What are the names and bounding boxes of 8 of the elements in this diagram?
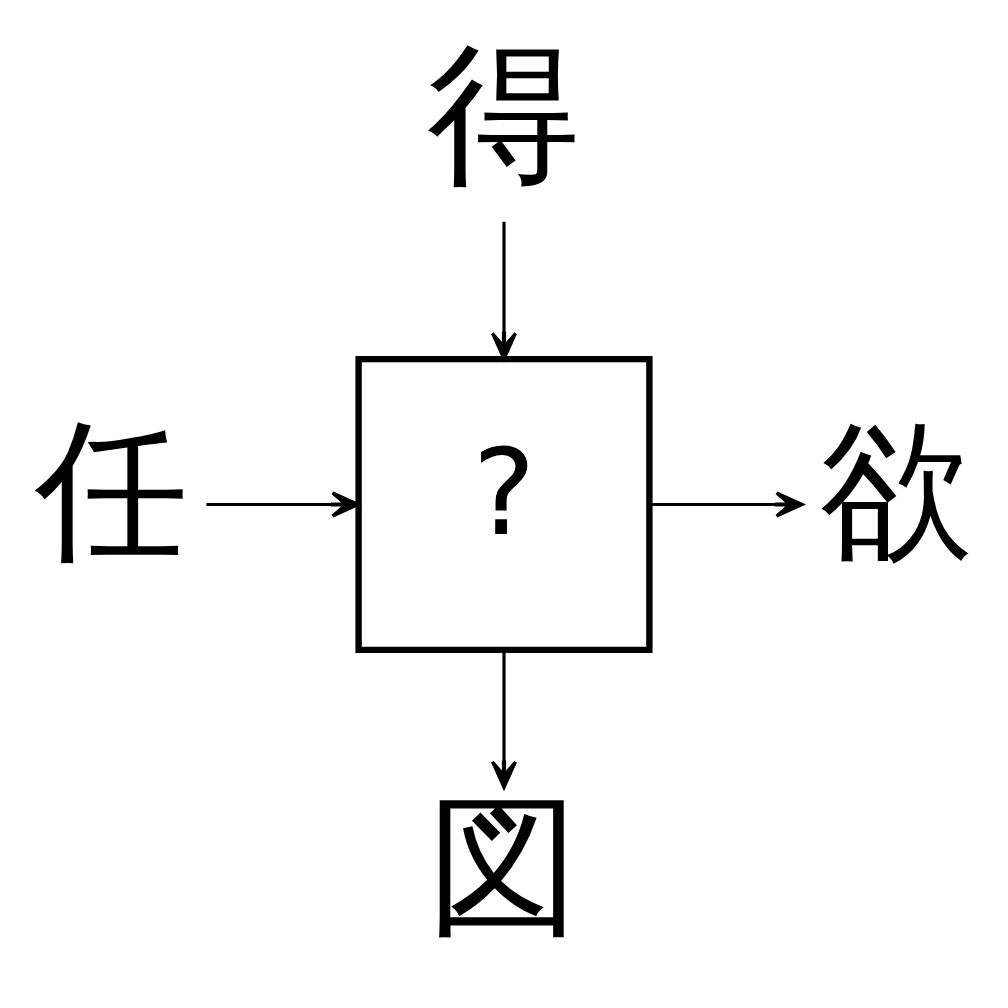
arrow: [206, 490, 360, 518]
arrow: [490, 221, 518, 360]
node-text: 欲: [820, 400, 974, 579]
node-text: 任: [34, 400, 188, 579]
node-text: 得: [427, 24, 581, 203]
node-box: ?: [355, 355, 653, 653]
arrow: [649, 490, 804, 518]
node-text: 図: [427, 776, 581, 955]
